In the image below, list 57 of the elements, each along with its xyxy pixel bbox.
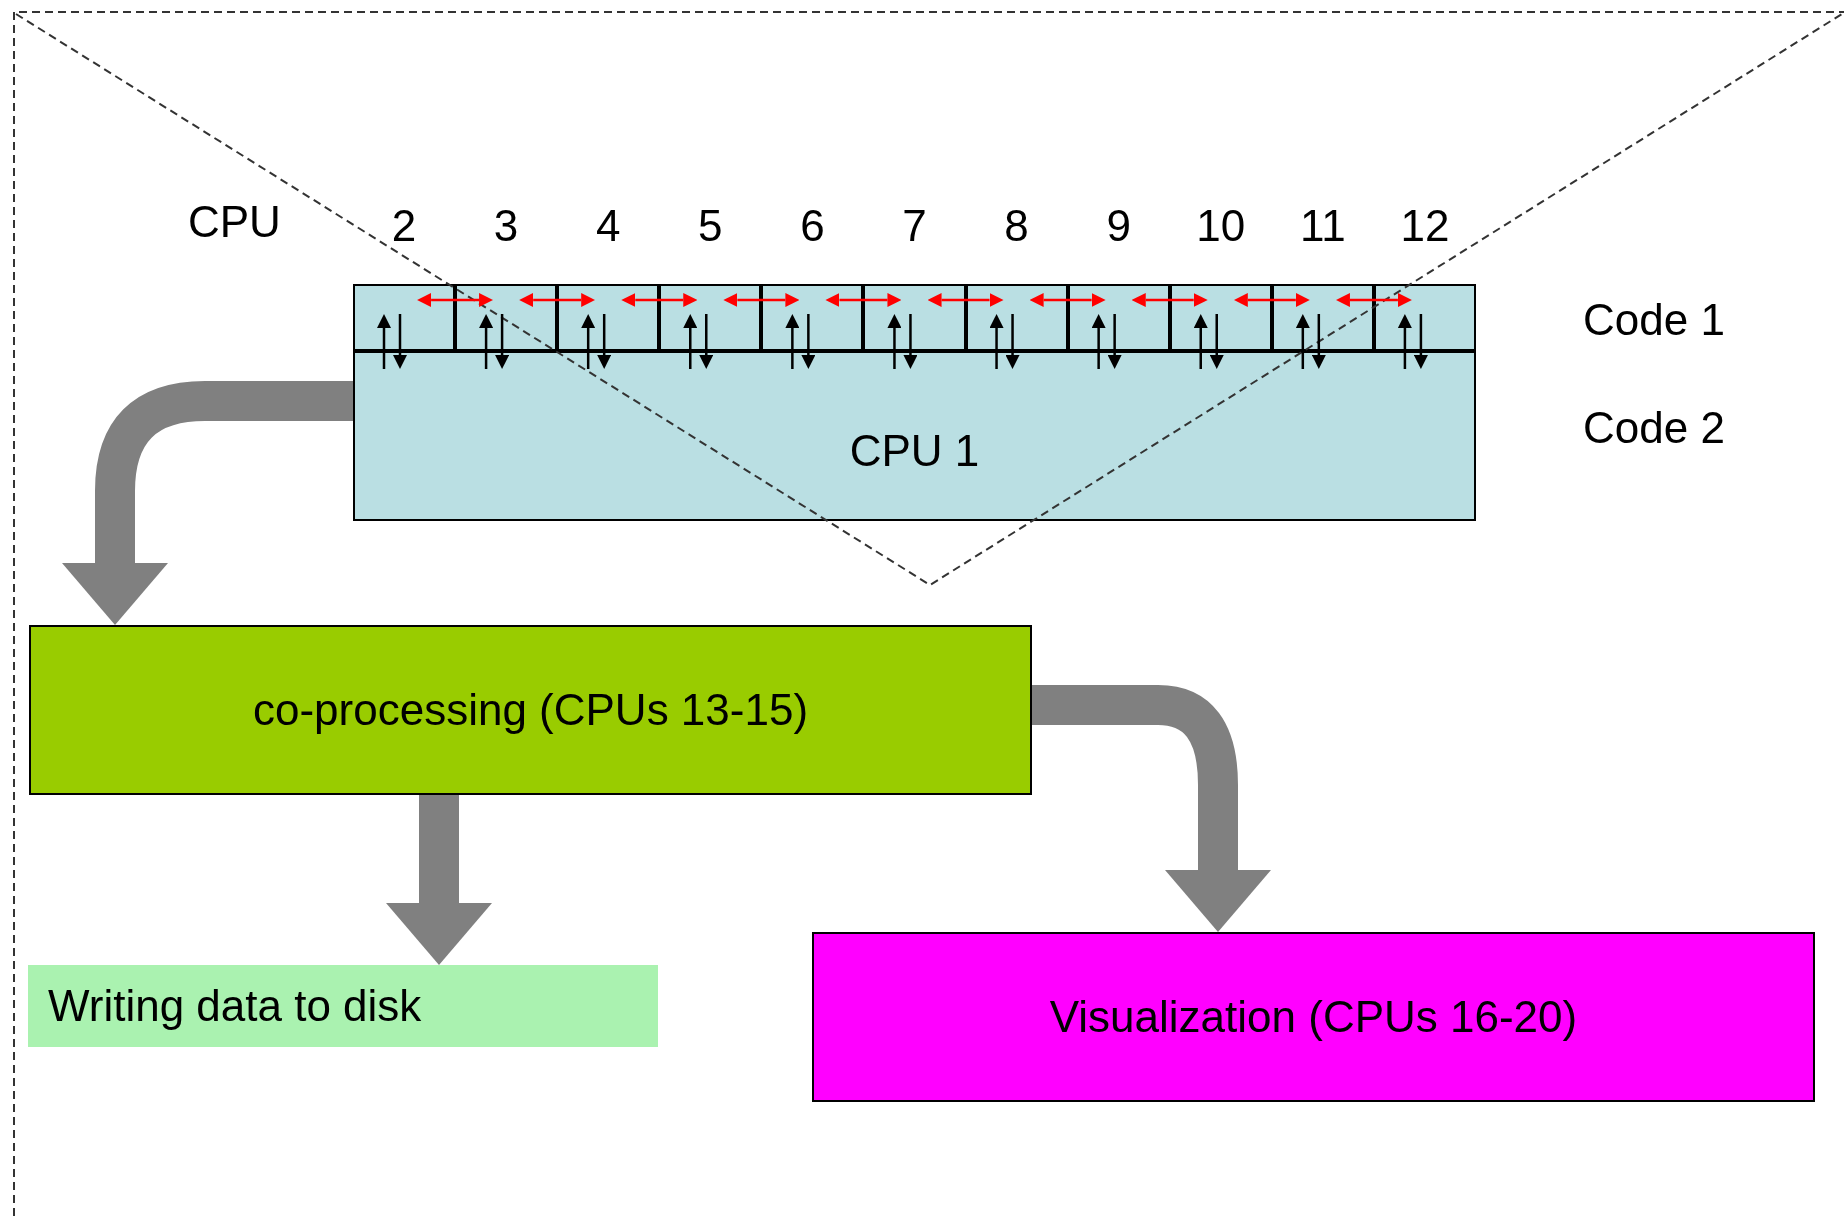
- cpu-number: 3: [493, 202, 519, 251]
- cpu-label: CPU 1: [849, 426, 980, 476]
- arrow: [785, 314, 800, 369]
- arrow: [1413, 314, 1428, 369]
- arrow: [377, 314, 391, 369]
- arrow: [1295, 314, 1310, 369]
- arrow: [1311, 314, 1326, 369]
- arrow: [1209, 314, 1224, 369]
- block-arrow: [1032, 685, 1271, 932]
- arrow: [699, 314, 714, 369]
- arrow: [597, 314, 612, 369]
- code-label: Code 1: [1583, 296, 1725, 345]
- arrow: [519, 293, 596, 307]
- block-arrow: [62, 381, 353, 625]
- cpu-number: 10: [1196, 202, 1246, 251]
- box-label: co-processing (CPUs 13-15): [252, 685, 809, 735]
- cpu-number: 12: [1400, 202, 1450, 251]
- cpu-number: 5: [698, 202, 723, 251]
- cpu-number: 7: [902, 202, 927, 251]
- arrow: [393, 314, 407, 369]
- arrow: [1029, 293, 1106, 307]
- arrow: [1131, 293, 1208, 307]
- arrow: [1193, 314, 1208, 369]
- process-box: [28, 965, 658, 1047]
- arrow: [581, 314, 596, 369]
- process-box: [812, 932, 1815, 1102]
- cpu-number: 4: [595, 202, 621, 251]
- arrow: [989, 314, 1004, 369]
- cpu-block: [353, 351, 1476, 521]
- box-label: Writing data to disk: [48, 981, 422, 1031]
- arrow: [479, 314, 494, 369]
- code-label: Code 2: [1583, 404, 1725, 453]
- block-arrow: [386, 795, 492, 965]
- cpu-number: 11: [1300, 202, 1346, 251]
- arrow: [621, 293, 698, 307]
- cpu-number: 9: [1106, 202, 1131, 251]
- arrow: [1233, 293, 1310, 307]
- arrow: [887, 314, 902, 369]
- arrow: [723, 293, 800, 307]
- cpu-number: 8: [1004, 202, 1029, 251]
- process-box: [29, 625, 1032, 795]
- arrow: [495, 314, 510, 369]
- row-label: CPU: [188, 198, 281, 247]
- box-label: Visualization (CPUs 16-20): [1049, 992, 1578, 1042]
- arrow: [825, 293, 902, 307]
- arrow: [1397, 314, 1412, 369]
- arrow: [683, 314, 698, 369]
- arrow: [1335, 293, 1412, 307]
- arrow: [927, 293, 1004, 307]
- arrow: [417, 293, 494, 307]
- arrow: [801, 314, 816, 369]
- cpu-number: 2: [391, 202, 417, 251]
- arrow: [903, 314, 918, 369]
- cpu-number: 6: [800, 202, 825, 251]
- arrow: [1107, 314, 1122, 369]
- arrow: [1091, 314, 1106, 369]
- arrow: [1005, 314, 1020, 369]
